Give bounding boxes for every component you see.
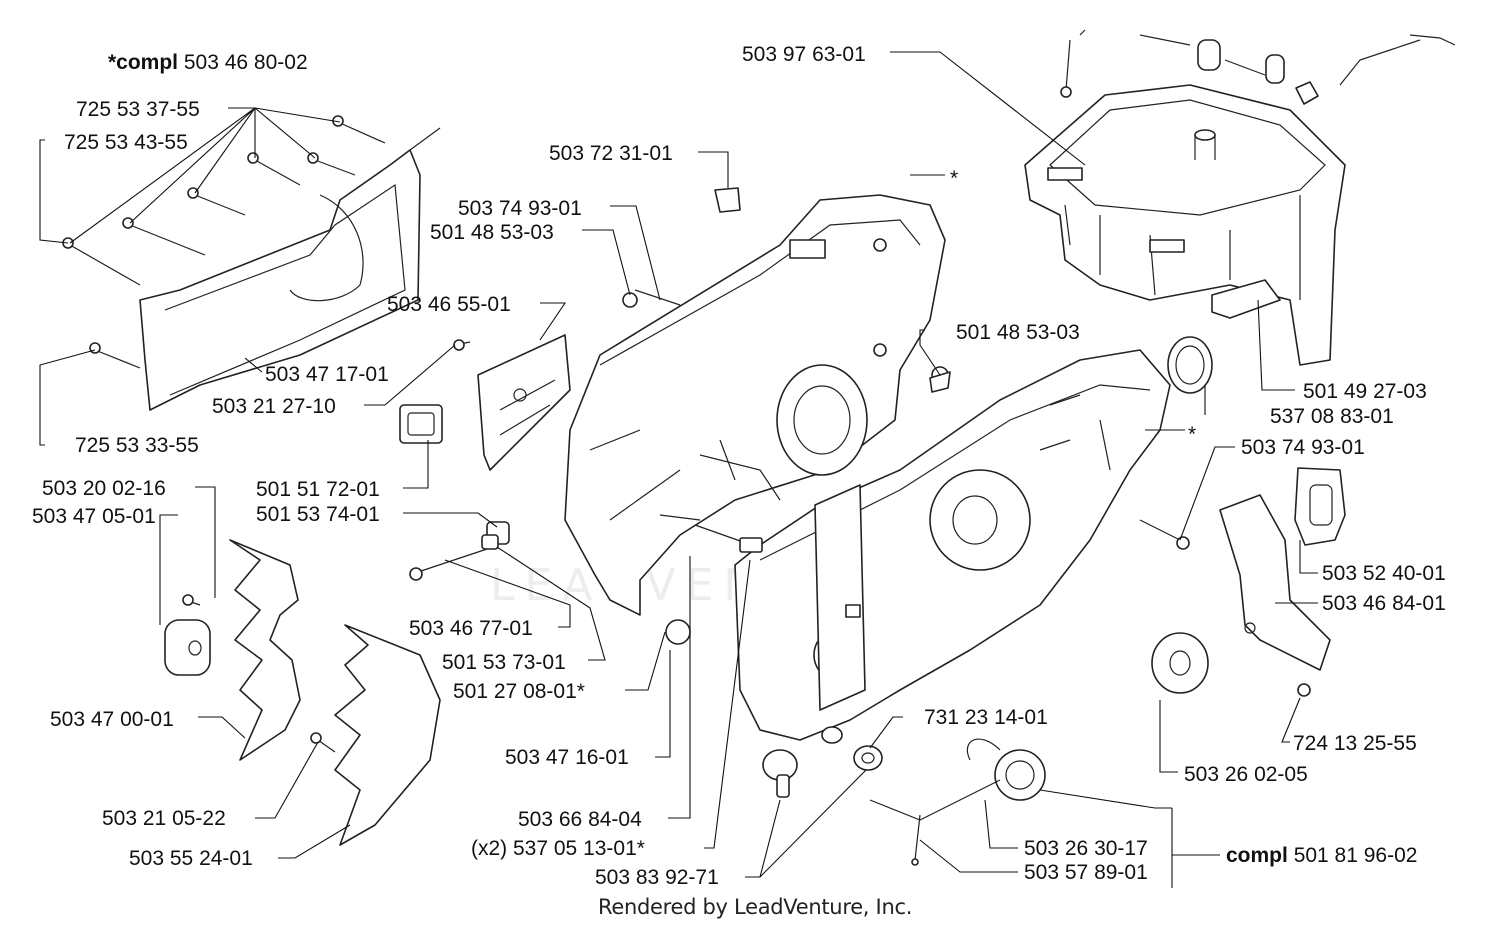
right-parts-drawing	[1139, 336, 1346, 697]
part-label-503263017: 503 26 30-17	[1024, 837, 1148, 860]
part-label-503470501: 503 47 05-01	[32, 505, 156, 528]
assembly-main-label: *compl 503 46 80-02	[108, 51, 308, 74]
star-marker-top: *	[950, 167, 959, 190]
part-label-503470001: 503 47 00-01	[50, 708, 174, 731]
leader-lines	[39, 51, 1318, 888]
part-label-503524001: 503 52 40-01	[1322, 562, 1446, 585]
part-label-503468401: 503 46 84-01	[1322, 592, 1446, 615]
part-label-725534355: 725 53 43-55	[64, 131, 188, 154]
part-label-503471701: 503 47 17-01	[265, 363, 389, 386]
part-label-503467701: 503 46 77-01	[409, 617, 533, 640]
part-label-503552401: 503 55 24-01	[129, 847, 253, 870]
star-marker-mid: *	[1188, 423, 1197, 446]
part-label-503749301-a: 503 74 93-01	[458, 197, 582, 220]
part-label-503723101: 503 72 31-01	[549, 142, 673, 165]
part-label-503668404: 503 66 84-04	[518, 808, 642, 831]
assembly-filler-label: compl 501 81 96-02	[1226, 844, 1418, 867]
part-label-725533355: 725 53 33-55	[75, 434, 199, 457]
part-label-501537401: 501 53 74-01	[256, 503, 380, 526]
part-label-501537301: 501 53 73-01	[442, 651, 566, 674]
part-label-731231401: 731 23 14-01	[924, 706, 1048, 729]
part-label-501492703: 501 49 27-03	[1303, 380, 1427, 403]
crankcase-left-drawing	[564, 194, 946, 616]
part-label-537051301: (x2) 537 05 13-01*	[471, 837, 645, 860]
part-label-537088301: 537 08 83-01	[1270, 405, 1394, 428]
bottom-parts-drawing	[762, 738, 1046, 866]
part-label-503212710: 503 21 27-10	[212, 395, 336, 418]
crankcase-right-drawing	[734, 349, 1171, 744]
part-label-501485303-b: 501 48 53-03	[956, 321, 1080, 344]
part-label-503200216: 503 20 02-16	[42, 477, 166, 500]
part-label-501485303-a: 501 48 53-03	[430, 221, 554, 244]
guide-plate-drawing	[399, 187, 951, 471]
part-label-503210522: 503 21 05-22	[102, 807, 226, 830]
part-label-501517201: 501 51 72-01	[256, 478, 380, 501]
part-label-503471601: 503 47 16-01	[505, 746, 629, 769]
part-label-503465501: 503 46 55-01	[387, 293, 511, 316]
footer-credit: Rendered by LeadVenture, Inc.	[598, 895, 913, 919]
part-label-503749301-b: 503 74 93-01	[1241, 436, 1365, 459]
part-label-503260205: 503 26 02-05	[1184, 763, 1308, 786]
part-label-503578901: 503 57 89-01	[1024, 861, 1148, 884]
part-label-501270801: 501 27 08-01*	[453, 680, 585, 703]
part-label-724132555: 724 13 25-55	[1293, 732, 1417, 755]
part-label-725533755: 725 53 37-55	[76, 98, 200, 121]
part-label-503976301: 503 97 63-01	[742, 43, 866, 66]
tank-housing-drawing	[1024, 29, 1456, 366]
bumper-spikes-drawing	[164, 514, 763, 846]
part-label-503839271: 503 83 92-71	[595, 866, 719, 889]
clutch-cover-drawing	[62, 115, 471, 411]
